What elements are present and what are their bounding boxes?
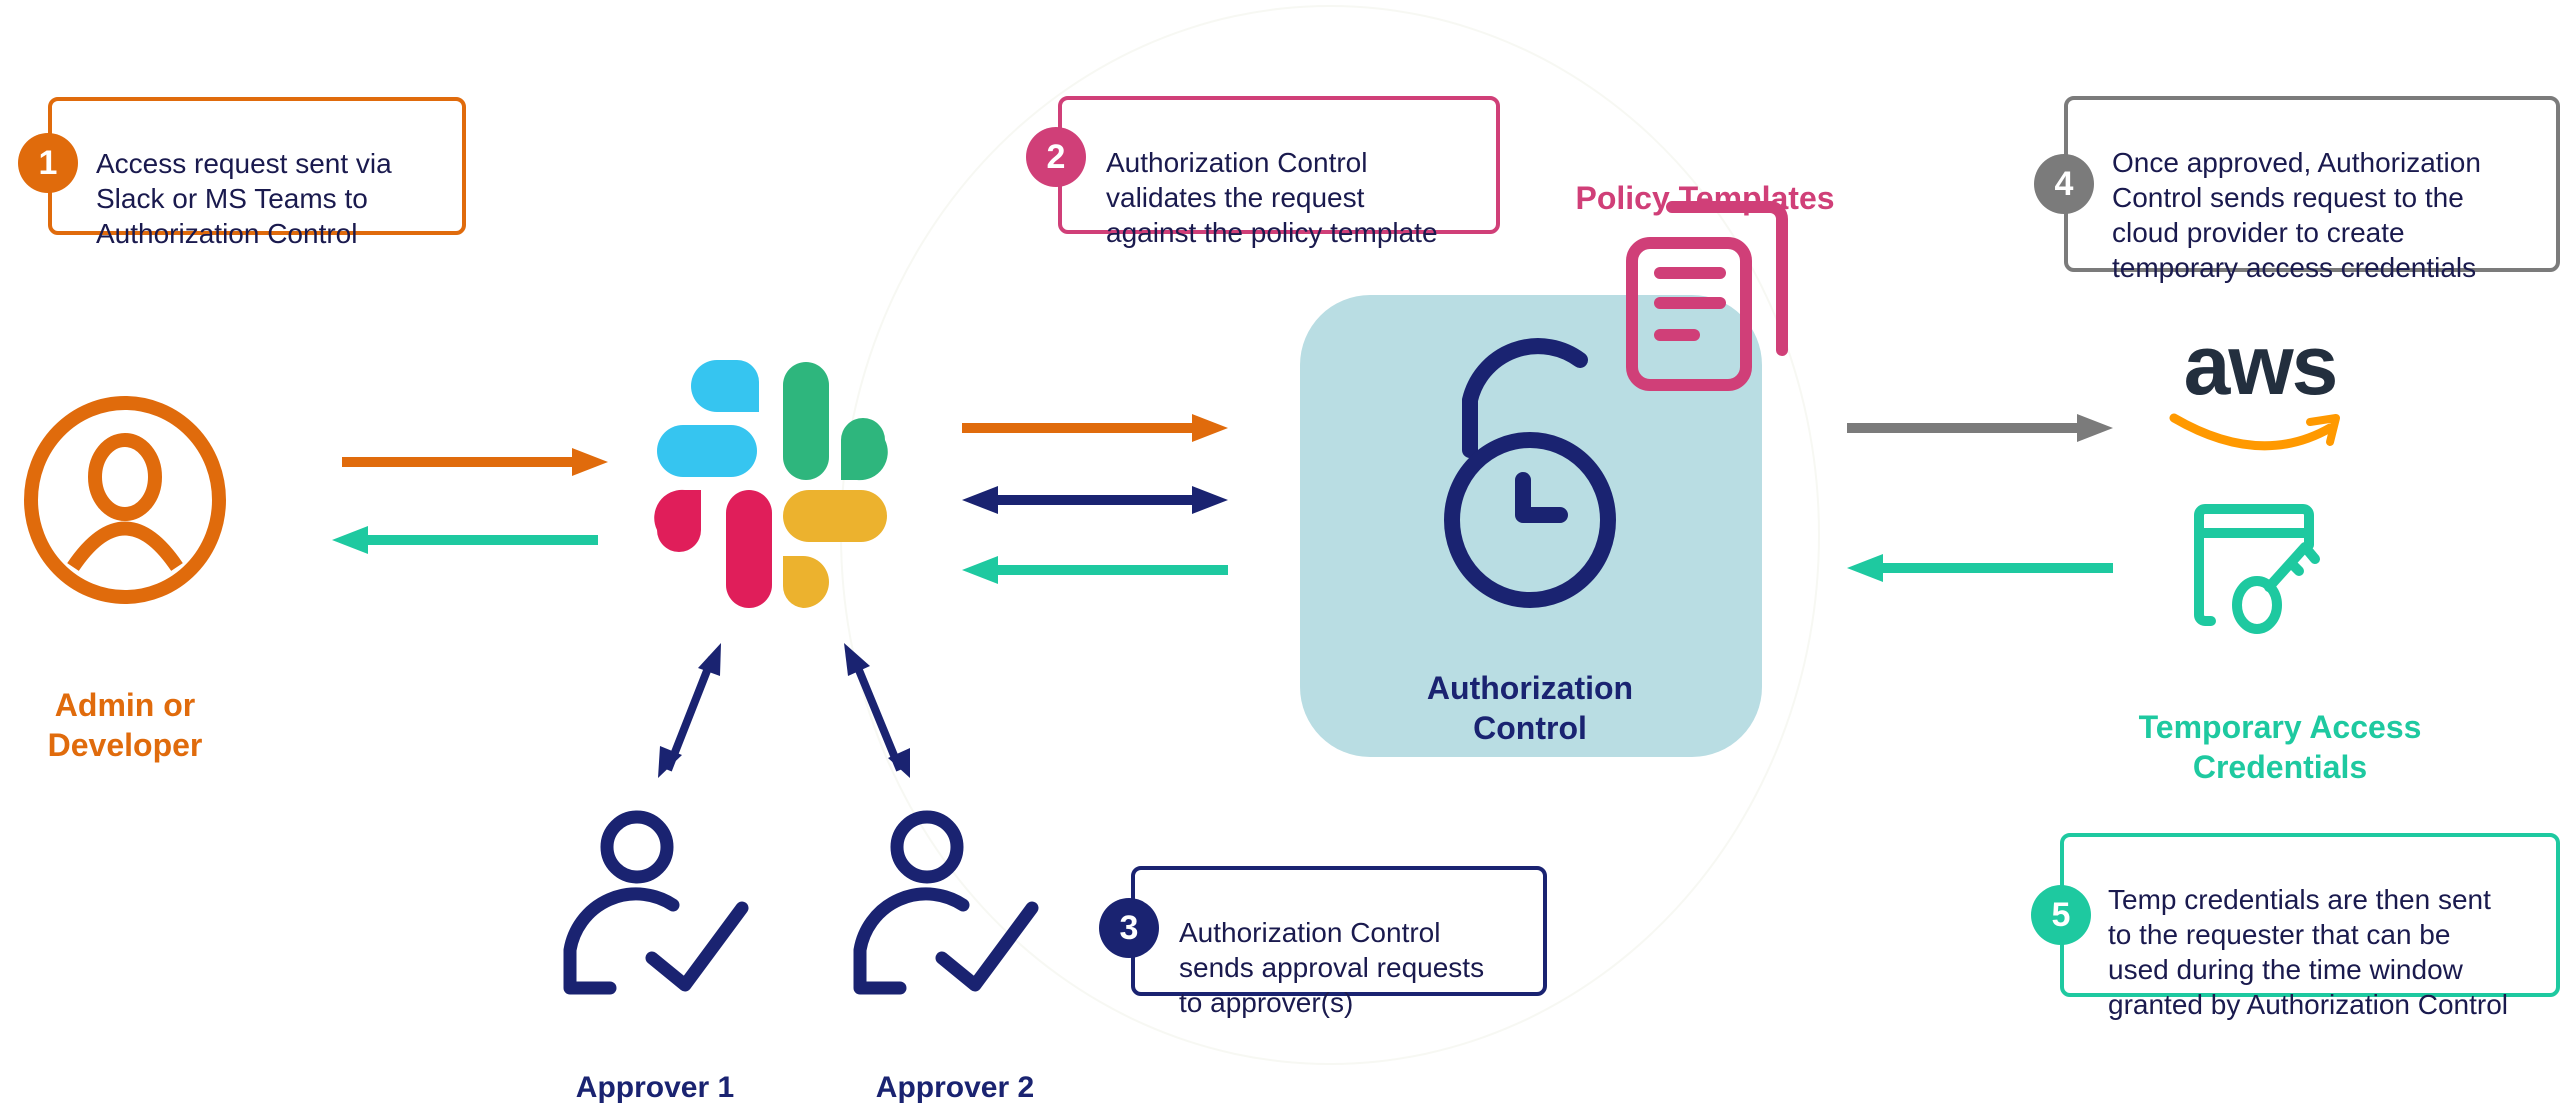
step-2-box: Authorization Control validates the requ… [1058, 96, 1500, 248]
step-3-badge: 3 [1099, 898, 1159, 958]
arrow-slack-auth-bidirectional [962, 486, 1228, 514]
approver-2-label: Approver 2 [875, 1071, 1035, 1104]
documents-icon [1626, 201, 1788, 391]
approver-1-label: Approver 1 [575, 1071, 735, 1104]
step-4-box: Once approved, Authorization Control sen… [2064, 96, 2560, 283]
arrow-auth-to-aws [1847, 414, 2113, 442]
arrow-requester-to-slack [342, 448, 608, 476]
approver-1-icon [563, 810, 749, 995]
authorization-control-label: Authorization Control [1426, 670, 1634, 746]
step-3-text: Authorization Control sends approval req… [1179, 917, 1485, 1018]
step-1-box: Access request sent via Slack or MS Team… [48, 97, 466, 249]
step-3-box: Authorization Control sends approval req… [1131, 866, 1547, 1018]
slack-logo-icon [654, 360, 888, 608]
step-5-text: Temp credentials are then sent to the re… [2108, 884, 2509, 1020]
arrow-slack-to-auth [962, 414, 1228, 442]
credential-key-icon [2194, 504, 2320, 634]
step-5-box: Temp credentials are then sent to the re… [2060, 833, 2560, 1020]
step-4-badge: 4 [2034, 154, 2094, 214]
approver-2-icon [853, 810, 1039, 995]
arrow-slack-to-requester [332, 526, 598, 554]
arrow-auth-to-slack [962, 556, 1228, 584]
aws-logo-icon: aws [2160, 320, 2360, 460]
arrow-slack-approver2 [844, 643, 910, 778]
user-circle-icon [24, 396, 226, 604]
arrow-credentials-to-auth [1847, 554, 2113, 582]
step-2-badge: 2 [1026, 127, 1086, 187]
aws-wordmark: aws [2183, 318, 2339, 412]
requester-label: Admin or Developer [47, 687, 203, 763]
arrow-slack-approver1 [658, 643, 721, 778]
lock-clock-icon [1444, 338, 1616, 608]
step-4-text: Once approved, Authorization Control sen… [2112, 147, 2481, 283]
step-1-badge: 1 [18, 133, 78, 193]
step-5-badge: 5 [2031, 885, 2091, 945]
step-2-text: Authorization Control validates the requ… [1106, 147, 1438, 248]
authorization-control-node [1300, 295, 1762, 757]
step-1-text: Access request sent via Slack or MS Team… [96, 148, 392, 249]
credentials-label: Temporary Access Credentials [2138, 709, 2422, 785]
